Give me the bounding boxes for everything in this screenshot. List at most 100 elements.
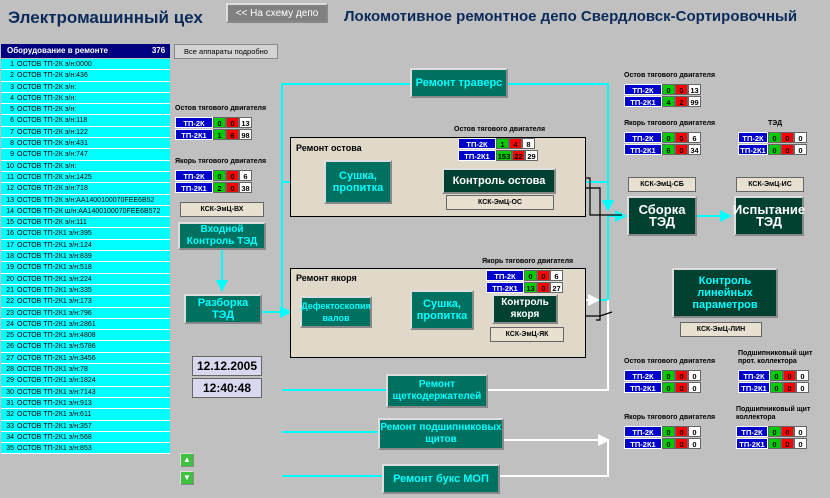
disassembly-block[interactable]: Разборка ТЭД [184, 294, 262, 324]
count-green: 0 [662, 382, 675, 393]
item-label: ОСТОВ ТП-2К э/н:0000 [17, 61, 92, 68]
bearing-shield-repair-block[interactable]: Ремонт подшипниковых щитов [378, 418, 504, 450]
input-control-block[interactable]: Входной Контроль ТЭД [178, 222, 266, 250]
item-label: ОСТОВ ТП-2К э/н: [17, 94, 77, 102]
item-label: ОСТОВ ТП-2К э/н:122 [17, 128, 88, 136]
count-green: 0 [662, 84, 675, 95]
count-red: 4 [509, 138, 522, 149]
scroll-up-button[interactable]: ▲ [180, 453, 194, 467]
item-label: ОСТОВ ТП-2К э/н: [17, 83, 77, 91]
count-red: 0 [537, 270, 550, 281]
station-yak[interactable]: КСК-ЭмЦ-ЯК [490, 327, 564, 342]
assembly-block[interactable]: Сборка ТЭД [627, 196, 697, 236]
all-devices-button[interactable]: Все аппараты подробно [174, 44, 278, 59]
item-label: ОСТОВ ТП-2К1 э/н:78 [17, 366, 88, 374]
motor-type-label: ТП-2К [624, 370, 662, 381]
axlebox-repair-block[interactable]: Ремонт букс МОП [382, 464, 500, 494]
armature-control-block[interactable]: Контроль якоря [492, 294, 558, 324]
count-green: 4 [662, 96, 675, 107]
drying-impregnation-1-block[interactable]: Сушка, пропитка [324, 160, 392, 204]
item-label: ОСТОВ ТП-2К1 э/н:173 [17, 298, 92, 306]
scroll-down-button[interactable]: ▼ [180, 471, 194, 485]
table-title-right-armature-top: Якорь тягового двигателя [624, 120, 716, 127]
count-white: 98 [239, 129, 252, 140]
back-to-depot-button[interactable]: << На схему депо [226, 3, 328, 23]
station-lin[interactable]: КСК-ЭмЦ-ЛИН [680, 322, 762, 337]
count-green: 0 [770, 370, 783, 381]
brush-holder-repair-block[interactable]: Ремонт щеткодержателей [386, 374, 488, 408]
station-sb[interactable]: КСК-ЭмЦ-СБ [628, 177, 696, 192]
count-white: 0 [794, 132, 807, 143]
traverse-repair-block[interactable]: Ремонт траверс [410, 68, 508, 98]
station-os[interactable]: КСК-ЭмЦ-ОС [446, 195, 554, 210]
testing-block[interactable]: Испытание ТЭД [733, 196, 805, 236]
shaft-defectoscopy-block[interactable]: Дефектоскопия валов [300, 296, 372, 328]
count-green: 0 [768, 132, 781, 143]
frame-control-block[interactable]: Контроль остова [442, 168, 556, 194]
line-parameters-control-block[interactable]: Контроль линейных параметров [672, 268, 778, 318]
station-is[interactable]: КСК-ЭмЦ-ИС [736, 177, 804, 192]
motor-type-label: ТП-2К1 [736, 438, 768, 449]
drying-impregnation-2-block[interactable]: Сушка, пропитка [410, 290, 474, 330]
station-vh[interactable]: КСК-ЭмЦ-ВХ [180, 202, 264, 217]
